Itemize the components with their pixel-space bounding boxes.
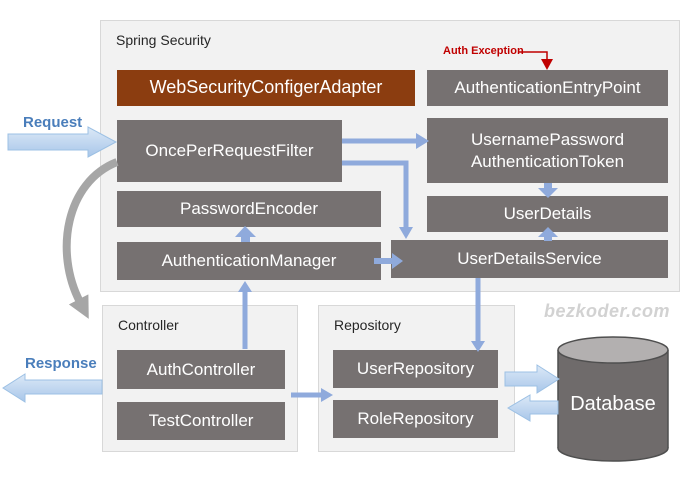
node-role-repository: RoleRepository xyxy=(333,400,498,438)
node-auth-controller: AuthController xyxy=(117,350,285,389)
request-label: Request xyxy=(23,114,83,131)
node-once-per-request-filter: OncePerRequestFilter xyxy=(117,120,342,182)
auth-exception-label: Auth Exception xyxy=(443,45,524,57)
controller-label: Controller xyxy=(118,317,179,333)
arrow-response-out xyxy=(2,373,103,403)
response-label: Response xyxy=(25,355,97,372)
node-user-details-service: UserDetailsService xyxy=(391,240,668,278)
watermark-text: bezkoder.com xyxy=(543,301,670,321)
node-password-encoder: PasswordEncoder xyxy=(117,191,381,227)
node-user-repository: UserRepository xyxy=(333,350,498,388)
node-user-details: UserDetails xyxy=(427,196,668,232)
node-web-security-configer-adapter: WebSecurityConfigerAdapter xyxy=(117,70,415,106)
node-authentication-entry-point: AuthenticationEntryPoint xyxy=(427,70,668,106)
repository-label: Repository xyxy=(334,317,401,333)
database-cylinder-icon: Database xyxy=(557,336,669,462)
arrow-database-to-role-repository xyxy=(507,394,559,422)
node-test-controller: TestController xyxy=(117,402,285,440)
database-label: Database xyxy=(570,393,656,415)
spring-security-label: Spring Security xyxy=(116,32,211,48)
node-authentication-manager: AuthenticationManager xyxy=(117,242,381,280)
node-username-password-authentication-token: UsernamePassword AuthenticationToken xyxy=(427,118,668,183)
